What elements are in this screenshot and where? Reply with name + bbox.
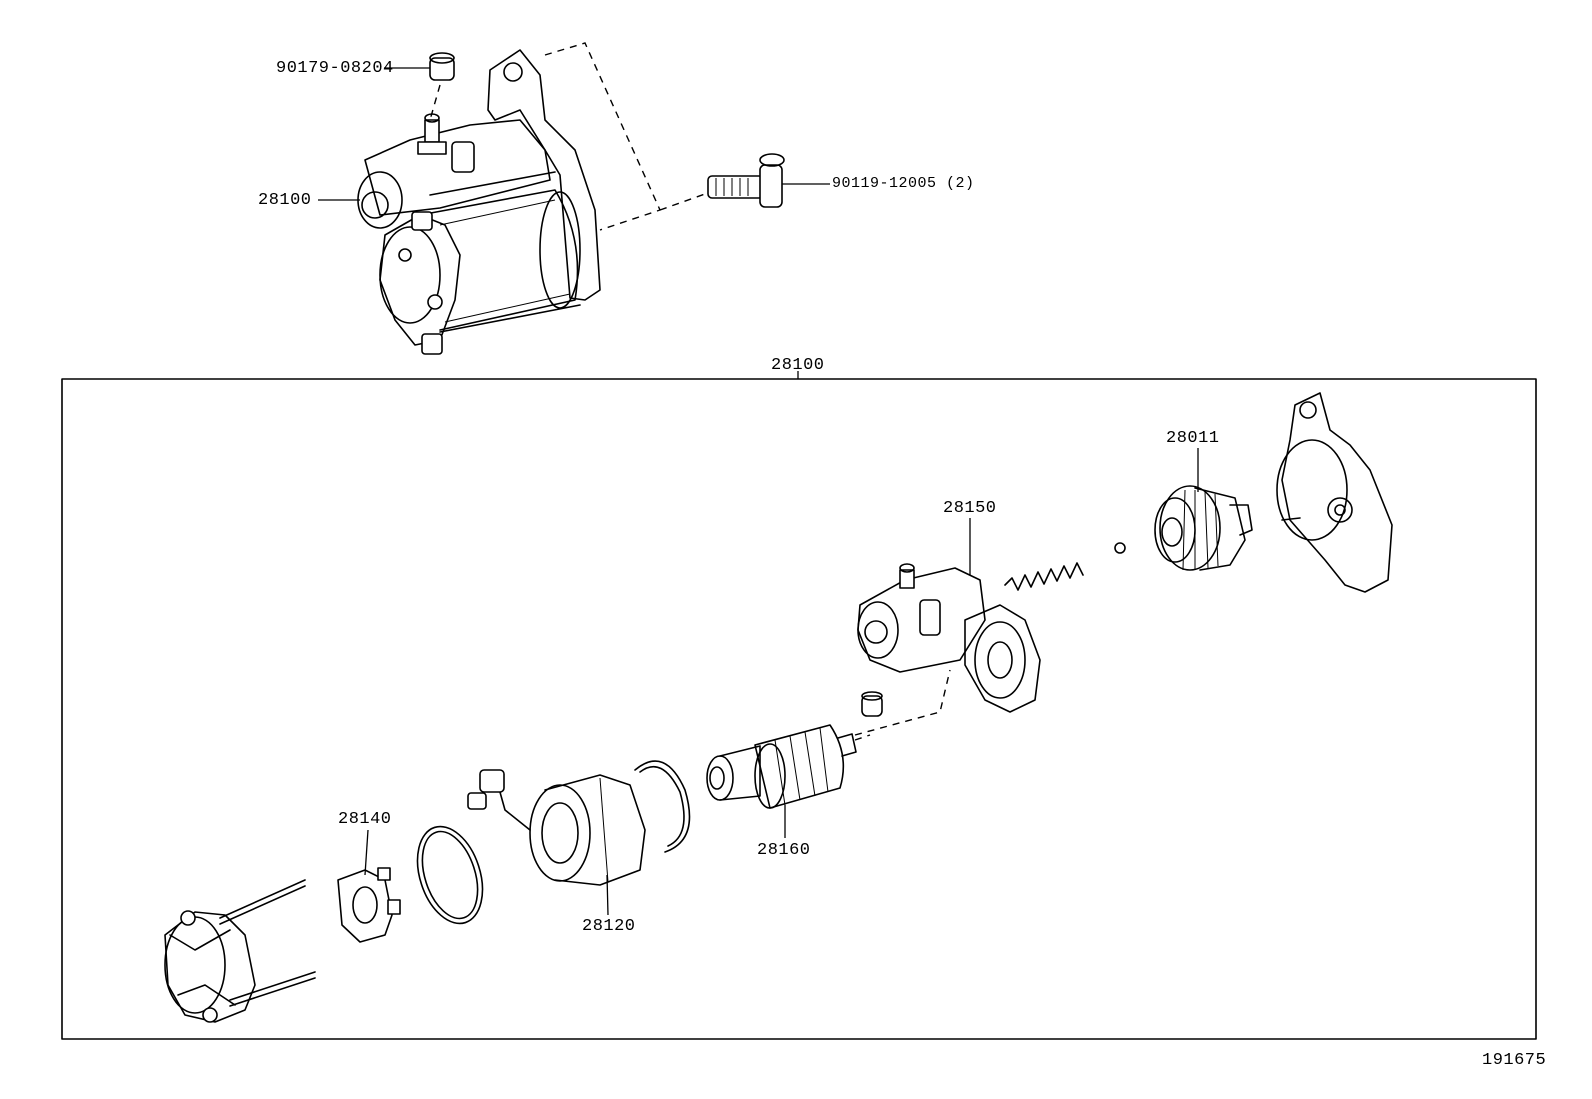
part-label-28160: 28160 (757, 841, 811, 860)
armature-illustration (706, 724, 857, 809)
part-label-28150: 28150 (943, 499, 997, 518)
inner-leader-lines (364, 448, 1199, 916)
starter-assembled-illustration (357, 49, 785, 355)
drive-clutch-illustration (1114, 485, 1253, 571)
part-label-28120: 28120 (582, 917, 636, 936)
brush-holder-illustration (337, 867, 401, 943)
end-cover-illustration (164, 879, 316, 1023)
spring-illustration (1004, 562, 1084, 591)
frame-title-28100: 28100 (771, 356, 825, 375)
o-ring-illustration (416, 825, 484, 925)
part-label-28140: 28140 (338, 810, 392, 829)
part-label-28100-top: 28100 (258, 191, 312, 210)
figure-number: 191675 (1482, 1051, 1547, 1070)
snap-ring-illustration (634, 760, 691, 853)
field-yoke-illustration (467, 769, 646, 886)
drive-housing-illustration (1276, 392, 1393, 593)
top-leader-lines (318, 67, 830, 201)
top-dashed-lines (429, 42, 706, 231)
magnetic-switch-illustration (857, 563, 1041, 717)
parts-frame (61, 378, 1537, 1040)
part-label-90119-12005: 90119-12005 (2) (832, 175, 975, 192)
part-label-90179-08204: 90179-08204 (276, 59, 394, 78)
part-label-28011: 28011 (1166, 429, 1220, 448)
